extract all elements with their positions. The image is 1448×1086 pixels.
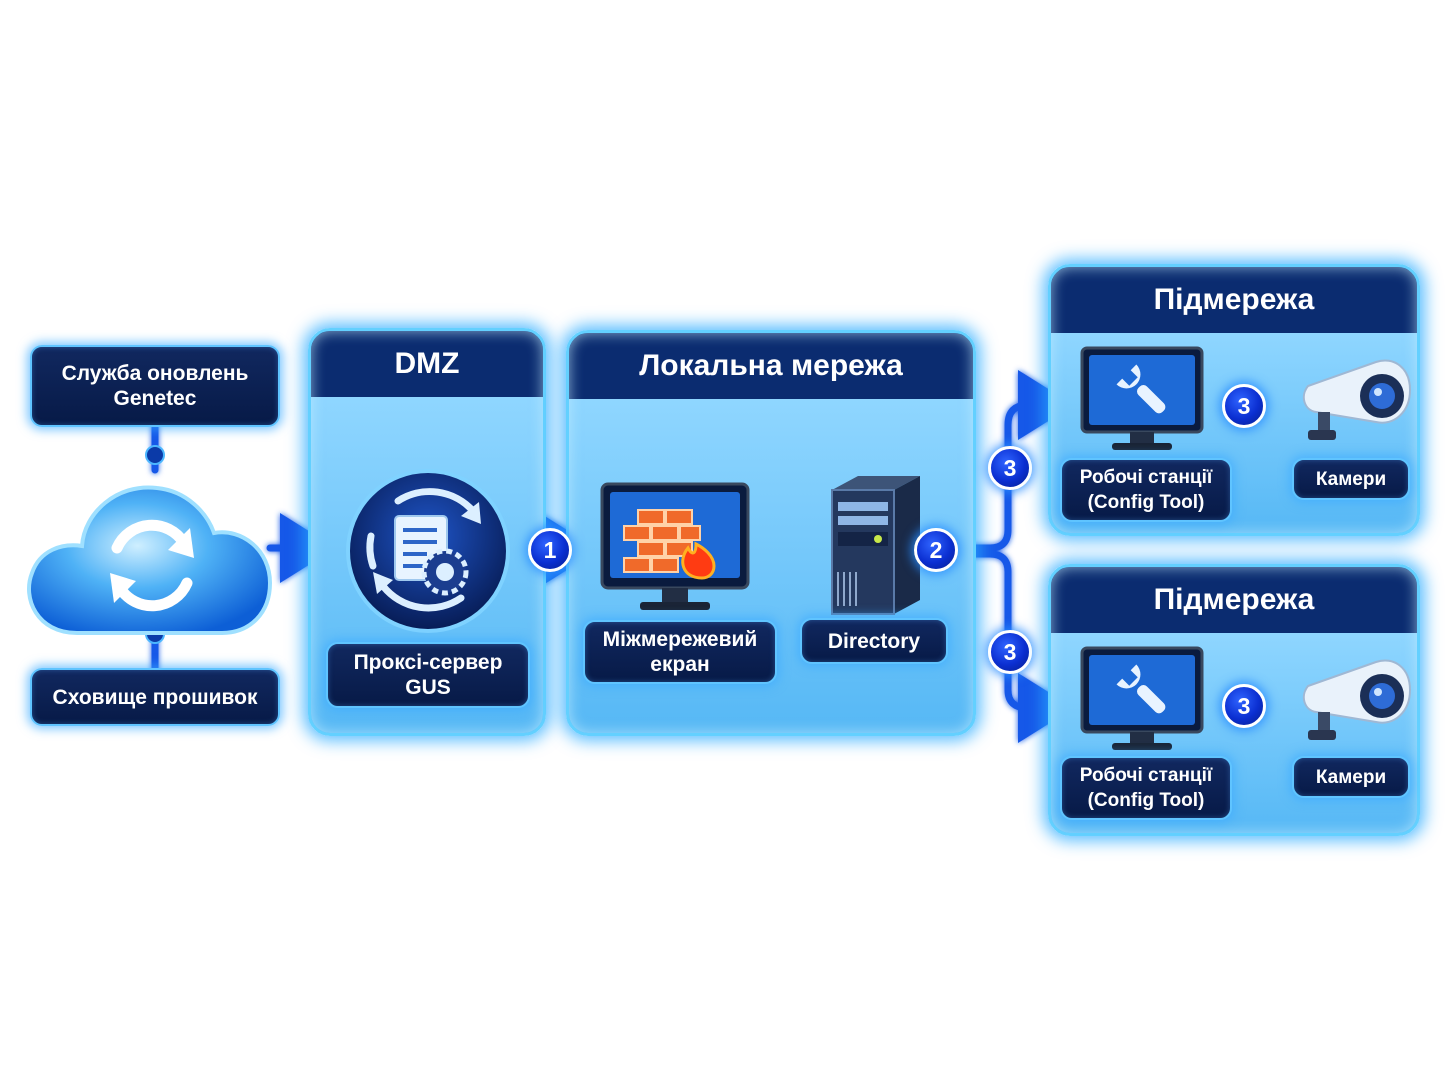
update-service-box: Служба оновлень Genetec bbox=[30, 345, 280, 427]
security-camera-icon-top bbox=[1302, 359, 1412, 440]
server-tower-icon bbox=[831, 476, 920, 615]
local-network-title: Локальна мережа bbox=[639, 349, 903, 382]
subnet-title-bottom: Підмережа bbox=[1153, 583, 1315, 616]
connector-dot-top bbox=[145, 445, 165, 465]
step-badge-3-subnet-bottom: 3 bbox=[1222, 684, 1266, 728]
workstations-box-bottom: Робочі станції (Config Tool) bbox=[1060, 756, 1232, 820]
workstation-wrench-icon-top bbox=[1080, 346, 1204, 450]
step-badge-1: 1 bbox=[528, 528, 572, 572]
firmware-vault-box: Сховище прошивок bbox=[30, 668, 280, 726]
step-badge-2: 2 bbox=[914, 528, 958, 572]
directory-box: Directory bbox=[800, 618, 948, 664]
proxy-gear-document-icon bbox=[346, 469, 510, 633]
cloud-sync-icon bbox=[27, 485, 273, 635]
cameras-box-bottom: Камери bbox=[1292, 756, 1410, 798]
cameras-box-top: Камери bbox=[1292, 458, 1410, 500]
firewall-box: Міжмережевий екран bbox=[583, 620, 777, 684]
step-badge-3-bottom-branch: 3 bbox=[988, 630, 1032, 674]
workstations-box-top: Робочі станції (Config Tool) bbox=[1060, 458, 1232, 522]
dmz-title: DMZ bbox=[394, 347, 460, 380]
step-badge-3-top-branch: 3 bbox=[988, 446, 1032, 490]
step-badge-3-subnet-top: 3 bbox=[1222, 384, 1266, 428]
security-camera-icon-bottom bbox=[1302, 659, 1412, 740]
proxy-server-box: Проксі-сервер GUS bbox=[326, 642, 530, 708]
subnet-title-top: Підмережа bbox=[1153, 283, 1315, 316]
firewall-monitor-icon bbox=[600, 482, 750, 610]
workstation-wrench-icon-bottom bbox=[1080, 646, 1204, 750]
